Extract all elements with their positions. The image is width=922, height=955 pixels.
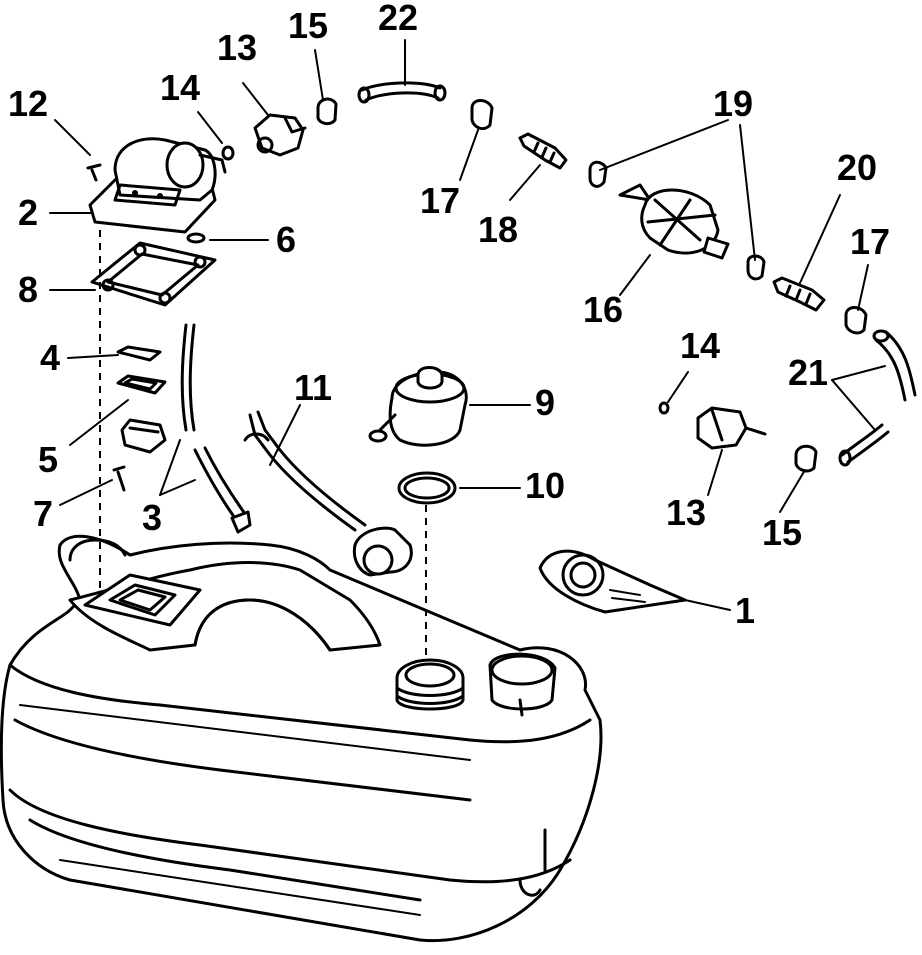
callout-11: 11: [294, 367, 333, 408]
callout-4: 4: [40, 337, 61, 378]
callout-15: 15: [288, 5, 329, 46]
callout-14: 14: [160, 67, 201, 108]
fuel-gauge-11: [243, 410, 413, 577]
callout-19: 19: [713, 83, 754, 124]
callout-2: 2: [18, 192, 39, 233]
callout-18: 18: [478, 209, 519, 250]
callout-14-right: 14: [680, 325, 721, 366]
callout-13-right: 13: [666, 492, 707, 533]
callout-21: 21: [788, 352, 829, 393]
connector-housing-2: [88, 137, 227, 234]
fuel-cap-9: [368, 366, 468, 447]
callout-7: 7: [33, 493, 54, 534]
decal-plate-1: [538, 549, 687, 614]
small-parts-left: [86, 163, 206, 492]
fuel-tank: [0, 534, 603, 943]
leader-lines: [49, 39, 886, 660]
callout-12: 12: [8, 83, 49, 124]
callout-20: 20: [837, 147, 878, 188]
primer-bulb-assembly: [588, 160, 917, 467]
callout-1: 1: [735, 590, 756, 631]
callout-5: 5: [38, 439, 59, 480]
top-parts: [221, 81, 568, 170]
callout-10: 10: [525, 465, 566, 506]
callout-13: 13: [217, 27, 258, 68]
callout-15-right: 15: [762, 512, 803, 553]
callout-16: 16: [583, 289, 624, 330]
right-connector-parts: [658, 401, 818, 473]
callout-6: 6: [276, 219, 297, 260]
pickup-tube-3: [180, 323, 252, 534]
gasket-8: [90, 241, 217, 307]
callout-9: 9: [535, 382, 556, 423]
callout-17-left: 17: [420, 180, 461, 221]
callout-3: 3: [142, 497, 163, 538]
callout-8: 8: [18, 269, 39, 310]
callout-17-right: 17: [850, 221, 891, 262]
callout-22: 22: [378, 0, 419, 38]
